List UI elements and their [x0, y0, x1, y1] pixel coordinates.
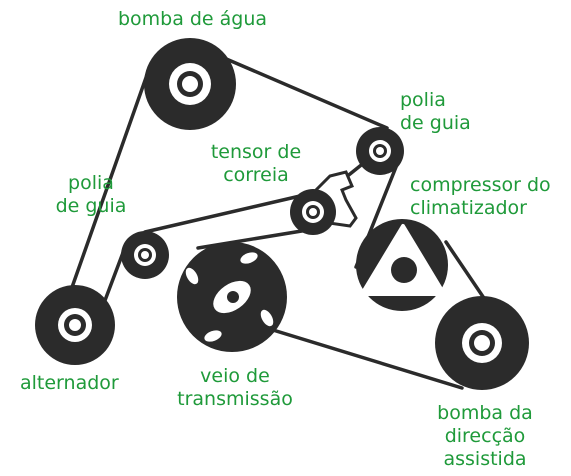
label-water-pump: bomba de água	[117, 8, 268, 30]
ac-compressor-pulley	[356, 219, 448, 311]
label-idler-top: polia de guia	[400, 89, 471, 134]
label-ac-compressor: compressor do climatizador	[410, 174, 551, 219]
belt-segment-pump-to-idler-top	[222, 56, 389, 130]
belt-segment-tensioner-to-idler-left	[143, 194, 302, 234]
idler-pulley-left	[121, 231, 169, 279]
alternator-pulley	[35, 285, 115, 365]
label-power-steering: bomba da direcção assistida	[437, 402, 533, 470]
water-pump-pulley	[144, 38, 236, 130]
crankshaft-pulley	[177, 242, 287, 352]
label-crankshaft: veio de transmissão	[177, 365, 293, 410]
belt-segment-steering-to-crank	[248, 321, 464, 390]
power-steering-pulley	[435, 296, 529, 390]
label-alternator: alternador	[20, 372, 119, 394]
tensioner-pulley	[290, 189, 336, 235]
label-tensioner: tensor de correia	[210, 141, 302, 186]
belt-segment-pump-to-alternator	[68, 70, 150, 295]
belt-segment-idler-left-to-alternator	[102, 248, 126, 305]
label-idler-left: polia de guia	[55, 172, 127, 217]
idler-pulley-top	[356, 127, 404, 175]
